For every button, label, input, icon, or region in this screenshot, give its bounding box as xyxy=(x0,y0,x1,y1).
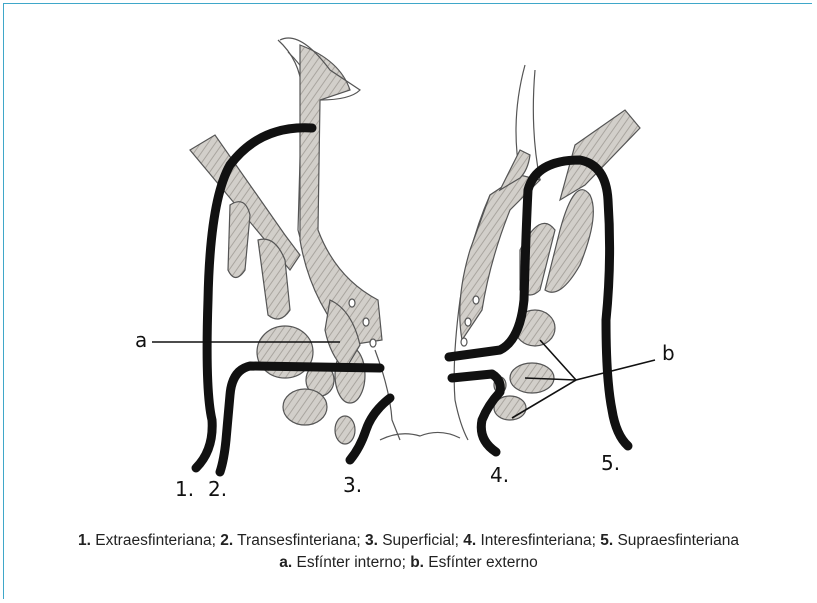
label-a: a xyxy=(135,328,147,352)
caption-text: Superficial; xyxy=(378,532,463,549)
label-5: 5. xyxy=(601,451,620,475)
caption-num: a. xyxy=(279,554,292,571)
caption-text: Interesfinteriana; xyxy=(476,532,600,549)
caption-text: Esfínter externo xyxy=(424,554,538,571)
caption-line-1: 1. Extraesfinteriana; 2. Transesfinteria… xyxy=(0,530,817,552)
caption-text: Transesfinteriana; xyxy=(233,532,365,549)
label-4: 4. xyxy=(490,463,509,487)
fistula-tracts xyxy=(196,128,628,472)
figure-caption: 1. Extraesfinteriana; 2. Transesfinteria… xyxy=(0,530,817,574)
caption-num: 2. xyxy=(220,532,233,549)
left-anatomy xyxy=(190,38,400,444)
anal-verge-line xyxy=(380,432,460,440)
label-2: 2. xyxy=(208,477,227,501)
caption-num: b. xyxy=(410,554,424,571)
tract-3-superficial xyxy=(350,398,390,460)
pointer-b-main xyxy=(576,360,655,380)
label-b: b xyxy=(662,341,675,365)
caption-num: 4. xyxy=(463,532,476,549)
caption-text: Esfínter interno; xyxy=(292,554,410,571)
label-3: 3. xyxy=(343,473,362,497)
caption-num: 5. xyxy=(600,532,613,549)
caption-num: 1. xyxy=(78,532,91,549)
label-1: 1. xyxy=(175,477,194,501)
caption-num: 3. xyxy=(365,532,378,549)
caption-text: Extraesfinteriana; xyxy=(91,532,220,549)
tract-4-lower xyxy=(452,374,500,452)
caption-line-2: a. Esfínter interno; b. Esfínter externo xyxy=(0,552,817,574)
caption-text: Supraesfinteriana xyxy=(613,532,739,549)
